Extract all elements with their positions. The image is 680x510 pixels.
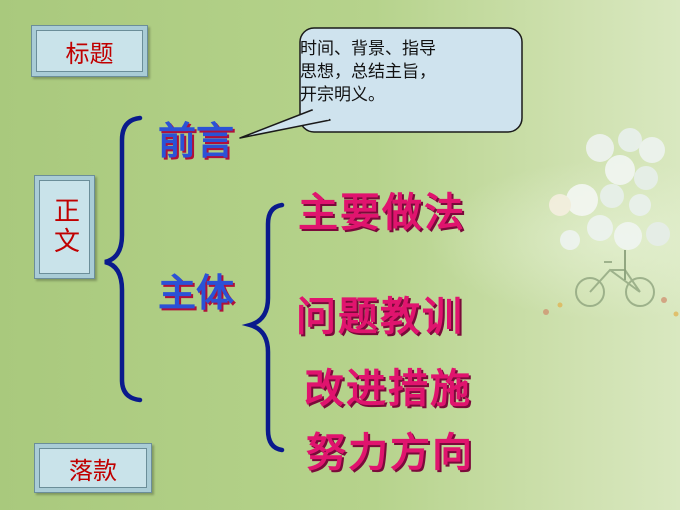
main-item: 努力方向 bbox=[306, 430, 474, 476]
body-label: 正文 bbox=[49, 197, 80, 257]
callout-text: 时间、背景、指导 思想，总结主旨， 开宗明义。 bbox=[300, 39, 436, 105]
title-label: 标题 bbox=[65, 39, 114, 68]
flower-tree-illustration bbox=[549, 128, 670, 280]
main-brace bbox=[104, 115, 143, 403]
ground-flowers bbox=[543, 297, 679, 317]
body-box: 正文 bbox=[34, 175, 95, 279]
callout-bubble bbox=[239, 27, 523, 139]
signature-label: 落款 bbox=[69, 456, 117, 485]
bicycle-illustration bbox=[575, 261, 655, 307]
branch-preface: 前言 bbox=[158, 119, 235, 163]
main-item: 改进措施 bbox=[304, 366, 472, 412]
title-box: 标题 bbox=[31, 25, 148, 77]
branch-main: 主体 bbox=[158, 271, 235, 315]
main-item: 主要做法 bbox=[298, 190, 466, 236]
signature-box: 落款 bbox=[34, 443, 152, 493]
sub-brace bbox=[241, 202, 285, 453]
main-item: 问题教训 bbox=[296, 294, 464, 340]
